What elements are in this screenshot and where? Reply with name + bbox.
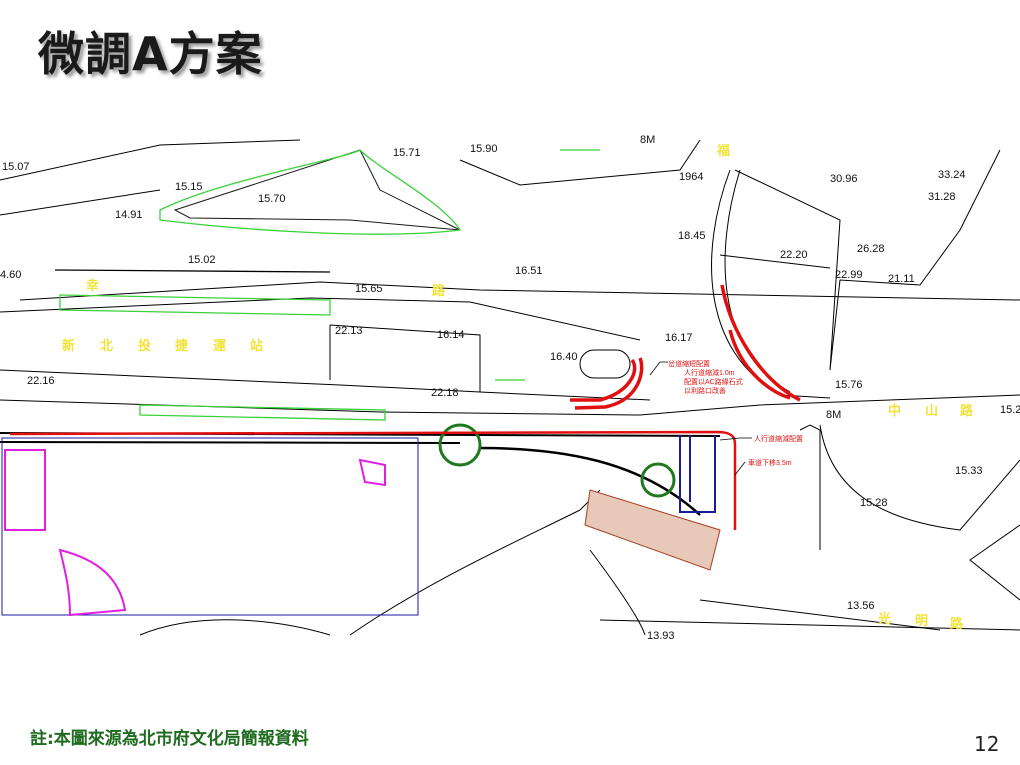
base-linework xyxy=(0,139,1020,636)
svg-text:22.20: 22.20 xyxy=(780,249,808,261)
svg-text:14.91: 14.91 xyxy=(115,209,143,221)
svg-text:13.93: 13.93 xyxy=(647,630,675,640)
svg-text:18.45: 18.45 xyxy=(678,230,706,242)
source-note: 註:本圖來源為北市府文化局簡報資料 xyxy=(30,729,309,749)
page-number: 12 xyxy=(974,732,1000,756)
svg-text:路: 路 xyxy=(432,283,446,298)
svg-text:8M: 8M xyxy=(826,409,841,421)
building-footprint xyxy=(1,437,419,616)
svg-text:人行道縮減配置: 人行道縮減配置 xyxy=(754,434,803,443)
svg-text:15.15: 15.15 xyxy=(175,181,203,193)
svg-text:21.11: 21.11 xyxy=(888,273,915,285)
svg-text:新: 新 xyxy=(62,338,75,353)
svg-text:配置以AC路緣石式: 配置以AC路緣石式 xyxy=(684,377,743,386)
hatched-area xyxy=(584,489,721,571)
svg-text:山: 山 xyxy=(925,403,938,418)
svg-text:15.02: 15.02 xyxy=(188,254,216,266)
svg-text:16.51: 16.51 xyxy=(515,265,543,277)
slide-title: 微調A方案 xyxy=(38,27,263,81)
svg-text:15.76: 15.76 xyxy=(835,379,863,391)
svg-text:投: 投 xyxy=(138,338,151,353)
svg-text:22.99: 22.99 xyxy=(835,269,863,281)
svg-text:車道下移3.5m: 車道下移3.5m xyxy=(748,458,792,467)
road-label-zhongshan: 中 山 路 xyxy=(888,403,974,418)
svg-text:13.56: 13.56 xyxy=(847,600,875,612)
svg-text:15.07: 15.07 xyxy=(2,161,30,173)
svg-text:30.96: 30.96 xyxy=(830,173,858,185)
svg-text:幸: 幸 xyxy=(86,278,99,293)
svg-text:26.28: 26.28 xyxy=(857,243,885,255)
svg-text:光: 光 xyxy=(877,611,891,626)
svg-text:16.40: 16.40 xyxy=(550,351,578,363)
svg-text:16.17: 16.17 xyxy=(665,332,693,344)
svg-text:福: 福 xyxy=(716,143,730,158)
svg-text:15.2: 15.2 xyxy=(1000,404,1020,416)
svg-text:15.71: 15.71 xyxy=(393,147,421,159)
svg-text:1964: 1964 xyxy=(679,171,703,183)
svg-text:15.33: 15.33 xyxy=(955,465,983,477)
svg-text:4.60: 4.60 xyxy=(0,269,21,281)
svg-text:31.28: 31.28 xyxy=(928,191,956,203)
road-label-guangming: 光 明 路 xyxy=(877,611,964,631)
svg-text:運: 運 xyxy=(213,338,226,353)
magenta-structures xyxy=(4,449,386,617)
station-label: 新 北 投 捷 運 站 xyxy=(62,338,263,353)
svg-text:路: 路 xyxy=(960,403,974,418)
red-modifications xyxy=(9,284,801,530)
svg-text:站: 站 xyxy=(250,338,263,353)
svg-text:22.18: 22.18 xyxy=(431,387,459,399)
svg-text:22.16: 22.16 xyxy=(27,375,55,387)
svg-text:北: 北 xyxy=(100,338,113,353)
blue-lanes xyxy=(679,435,716,513)
svg-text:22.13: 22.13 xyxy=(335,325,363,337)
svg-text:明: 明 xyxy=(915,613,928,628)
svg-text:以利路口改善: 以利路口改善 xyxy=(684,386,726,395)
svg-text:15.65: 15.65 xyxy=(355,283,383,295)
svg-text:中: 中 xyxy=(888,403,901,418)
yellow-labels: 幸 路 福 xyxy=(86,143,730,298)
svg-text:33.24: 33.24 xyxy=(938,169,966,181)
green-planting xyxy=(54,149,676,498)
elevation-labels: 15.07 15.15 14.91 15.70 15.71 15.90 15.0… xyxy=(0,134,1020,640)
svg-text:8M: 8M xyxy=(640,134,655,146)
svg-text:15.90: 15.90 xyxy=(470,143,498,155)
svg-text:岔道縮短配置: 岔道縮短配置 xyxy=(668,359,710,368)
svg-text:16.14: 16.14 xyxy=(437,329,465,341)
svg-text:人行道縮減1.0m: 人行道縮減1.0m xyxy=(684,368,735,377)
svg-text:捷: 捷 xyxy=(175,338,189,353)
svg-text:15.28: 15.28 xyxy=(860,497,888,509)
red-annotations: 岔道縮短配置 人行道縮減1.0m 配置以AC路緣石式 以利路口改善 人行道縮減配… xyxy=(649,359,803,476)
site-plan-drawing: 新 北 投 捷 運 站 中 山 路 光 明 路 幸 路 福 15.07 15.1… xyxy=(0,134,1020,640)
svg-text:路: 路 xyxy=(950,616,964,631)
svg-text:15.70: 15.70 xyxy=(258,193,286,205)
